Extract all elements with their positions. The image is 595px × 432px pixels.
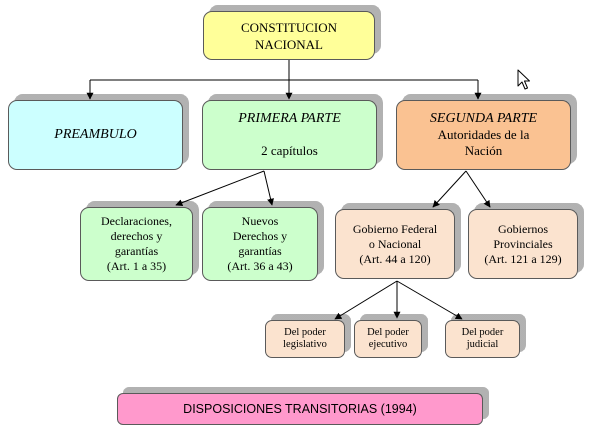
node-label-line: Derechos y <box>232 229 288 243</box>
node-label-line: garantías <box>114 244 159 258</box>
node-label-line: ejecutivo <box>368 339 408 350</box>
node-label-line: (Art. 44 a 120) <box>359 251 431 266</box>
node-gobierno-federal: Gobierno Federal o Nacional (Art. 44 a 1… <box>335 203 461 279</box>
node-label-line: Gobiernos <box>498 221 548 236</box>
node-gobiernos-provinciales: Gobiernos Provinciales (Art. 121 a 129) <box>468 203 584 279</box>
node-title: SEGUNDA PARTE <box>429 111 538 126</box>
node-label-line: legislativo <box>283 339 327 350</box>
node-primera-parte: PRIMERA PARTE 2 capítulos <box>202 94 383 170</box>
node-subtitle: 2 capítulos <box>261 143 318 158</box>
node-label-line: (Art. 1 a 35) <box>106 259 167 273</box>
node-title: PREAMBULO <box>54 127 137 142</box>
node-label-line: derechos y <box>110 229 163 243</box>
node-title: PRIMERA PARTE <box>238 111 341 126</box>
node-label-line: CONSTITUCION <box>240 19 338 35</box>
node-label-line: judicial <box>466 339 499 350</box>
node-label-line: Gobierno Federal <box>352 221 438 236</box>
node-poder-judicial: Del poder judicial <box>445 314 526 358</box>
connector-segunda-to-provinciales <box>465 170 491 208</box>
node-label-line: Del poder <box>461 326 504 338</box>
connector-federal-to-legislativo <box>334 280 398 320</box>
node-poder-ejecutivo: Del poder ejecutivo <box>354 314 428 358</box>
node-label-line: Nuevos <box>241 214 279 228</box>
mouse-cursor-icon <box>517 69 530 90</box>
node-declaraciones-derechos-garantias: Declaraciones, derechos y garantías (Art… <box>80 201 199 281</box>
connector-segunda-to-federal <box>432 170 467 208</box>
node-label-line: o Nacional <box>368 236 422 251</box>
node-label-line: (Art. 121 a 129) <box>484 251 562 266</box>
node-label-line: Del poder <box>284 326 326 338</box>
node-segunda-parte: SEGUNDA PARTE Autoridades de la Nación <box>396 94 577 170</box>
node-label-line: NACIONAL <box>255 36 323 52</box>
node-label-line: garantías <box>238 244 282 258</box>
node-label-line: Autoridades de la <box>437 127 530 142</box>
node-preambulo: PREAMBULO <box>8 94 189 170</box>
node-nuevos-derechos-garantias: Nuevos Derechos y garantías (Art. 36 a 4… <box>202 201 324 281</box>
node-label-line: Nación <box>464 143 503 158</box>
connector-primera-to-declaraciones <box>175 170 265 206</box>
connector-primera-to-nuevos <box>263 170 274 206</box>
node-constitucion-nacional: CONSTITUCION NACIONAL <box>203 5 381 60</box>
node-disposiciones-transitorias: DISPOSICIONES TRANSITORIAS (1994) <box>117 387 489 425</box>
node-label-line: Declaraciones, <box>101 214 172 228</box>
node-label-line: Del poder <box>367 326 409 338</box>
node-poder-legislativo: Del poder legislativo <box>265 314 351 358</box>
node-label-line: Provinciales <box>493 236 553 251</box>
connector-federal-to-judicial <box>396 280 463 320</box>
node-label-line: (Art. 36 a 43) <box>227 259 293 273</box>
node-title: DISPOSICIONES TRANSITORIAS (1994) <box>183 402 417 416</box>
